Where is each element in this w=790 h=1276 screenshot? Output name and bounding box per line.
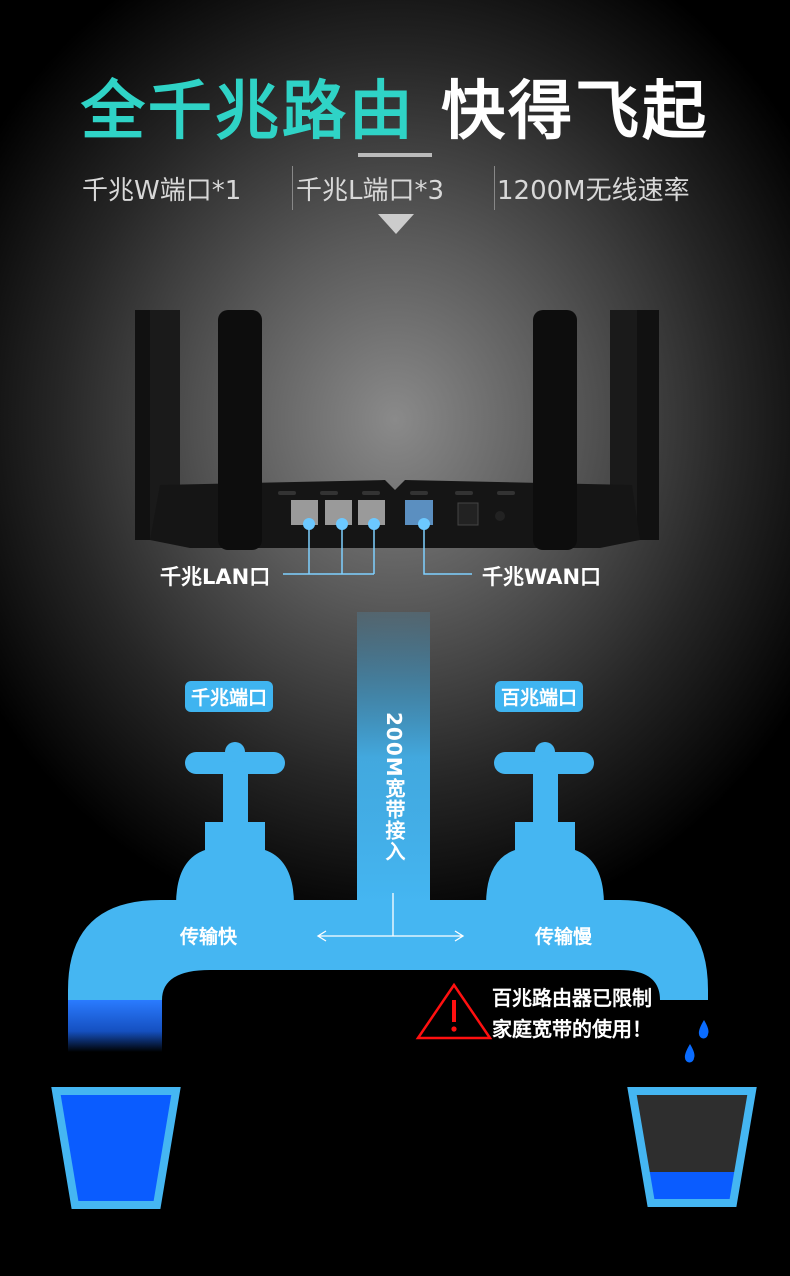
port-callout-lines <box>283 518 472 575</box>
spec-lan: 千兆L端口*3 <box>296 176 445 206</box>
spec-separator <box>494 166 495 210</box>
divider <box>358 153 432 157</box>
slow-label: 传输慢 <box>535 926 593 948</box>
broadband-pipe <box>357 612 430 904</box>
spec-wan: 千兆W端口*1 <box>82 176 242 206</box>
spec-wireless: 1200M无线速率 <box>497 176 690 206</box>
warning-line-2: 家庭宽带的使用！ <box>492 1017 652 1041</box>
flow-split-arrows <box>316 893 465 942</box>
main-pipe <box>68 900 708 1000</box>
lan-port-label: 千兆LAN口 <box>160 565 271 589</box>
water-drop-icon <box>698 1020 709 1039</box>
gigabit-valve <box>176 742 294 905</box>
fast-water-flow <box>68 1000 162 1052</box>
wan-port-label: 千兆WAN口 <box>482 565 602 589</box>
fast-ethernet-valve <box>486 742 604 905</box>
spec-separator <box>292 166 293 210</box>
warning-text: 百兆路由器已限制 家庭宽带的使用！ <box>492 983 652 1045</box>
full-cup <box>51 1087 181 1209</box>
title-rest: 快得飞起 <box>441 75 710 149</box>
broadband-label: 200M宽带接入 <box>382 712 406 862</box>
warning-line-1: 百兆路由器已限制 <box>492 986 652 1010</box>
fast-label: 传输快 <box>180 926 238 948</box>
warning-icon <box>415 982 493 1040</box>
page-title: 全千兆路由 快得飞起 <box>0 60 790 152</box>
router-image <box>135 310 659 550</box>
water-drop-icon <box>684 1044 695 1063</box>
down-arrow-icon <box>378 214 414 234</box>
fast-ethernet-port-tag: 百兆端口 <box>495 681 584 712</box>
gigabit-port-tag: 千兆端口 <box>185 681 274 712</box>
title-highlight: 全千兆路由 <box>80 75 416 149</box>
